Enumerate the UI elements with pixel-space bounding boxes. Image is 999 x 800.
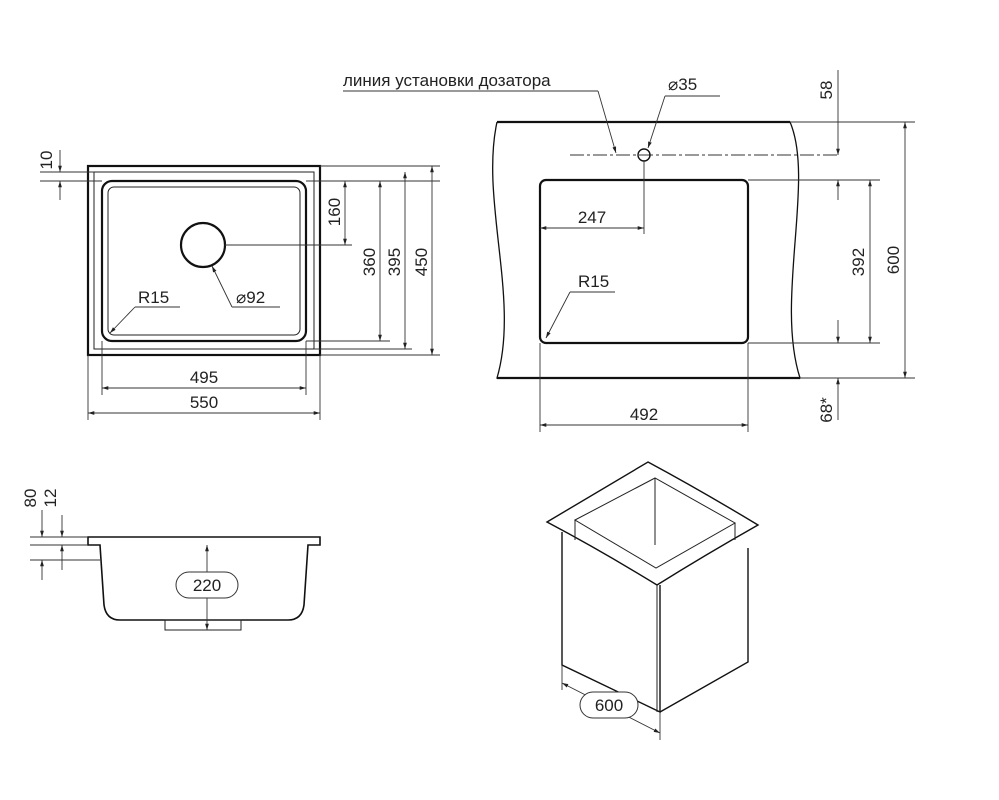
dim-395: 395 — [385, 248, 404, 276]
dim-550: 550 — [190, 393, 218, 412]
drain-diameter: ⌀92 — [236, 288, 265, 307]
dim-12: 12 — [41, 489, 60, 508]
dim-492: 492 — [630, 405, 658, 424]
dim-360: 360 — [360, 248, 379, 276]
radius-r15: R15 — [578, 272, 609, 291]
dim-392: 392 — [849, 248, 868, 276]
dim-58: 58 — [817, 81, 836, 100]
dim-68: 68* — [817, 397, 836, 423]
cabinet-width-600: 600 — [595, 696, 623, 715]
dim-450: 450 — [412, 248, 431, 276]
hole-diameter: ⌀35 — [668, 75, 697, 94]
sink-side-view: 80 12 220 — [21, 489, 321, 631]
sink-top-view: 10 160 360 395 450 495 550 R15 ⌀92 — [37, 150, 440, 420]
dim-247: 247 — [578, 208, 606, 227]
cabinet-isometric-view: 600 — [545, 461, 760, 740]
dim-80: 80 — [21, 489, 40, 508]
dim-160: 160 — [325, 198, 344, 226]
drain-hole — [179, 221, 227, 269]
dim-10: 10 — [37, 151, 56, 170]
dim-600: 600 — [884, 246, 903, 274]
dim-495: 495 — [190, 368, 218, 387]
depth-220: 220 — [193, 576, 221, 595]
radius-r15: R15 — [138, 288, 169, 307]
dispenser-line-label: линия установки дозатора — [343, 71, 551, 90]
countertop-cutout-view: линия установки дозатора ⌀35 247 R15 58 … — [343, 70, 915, 432]
